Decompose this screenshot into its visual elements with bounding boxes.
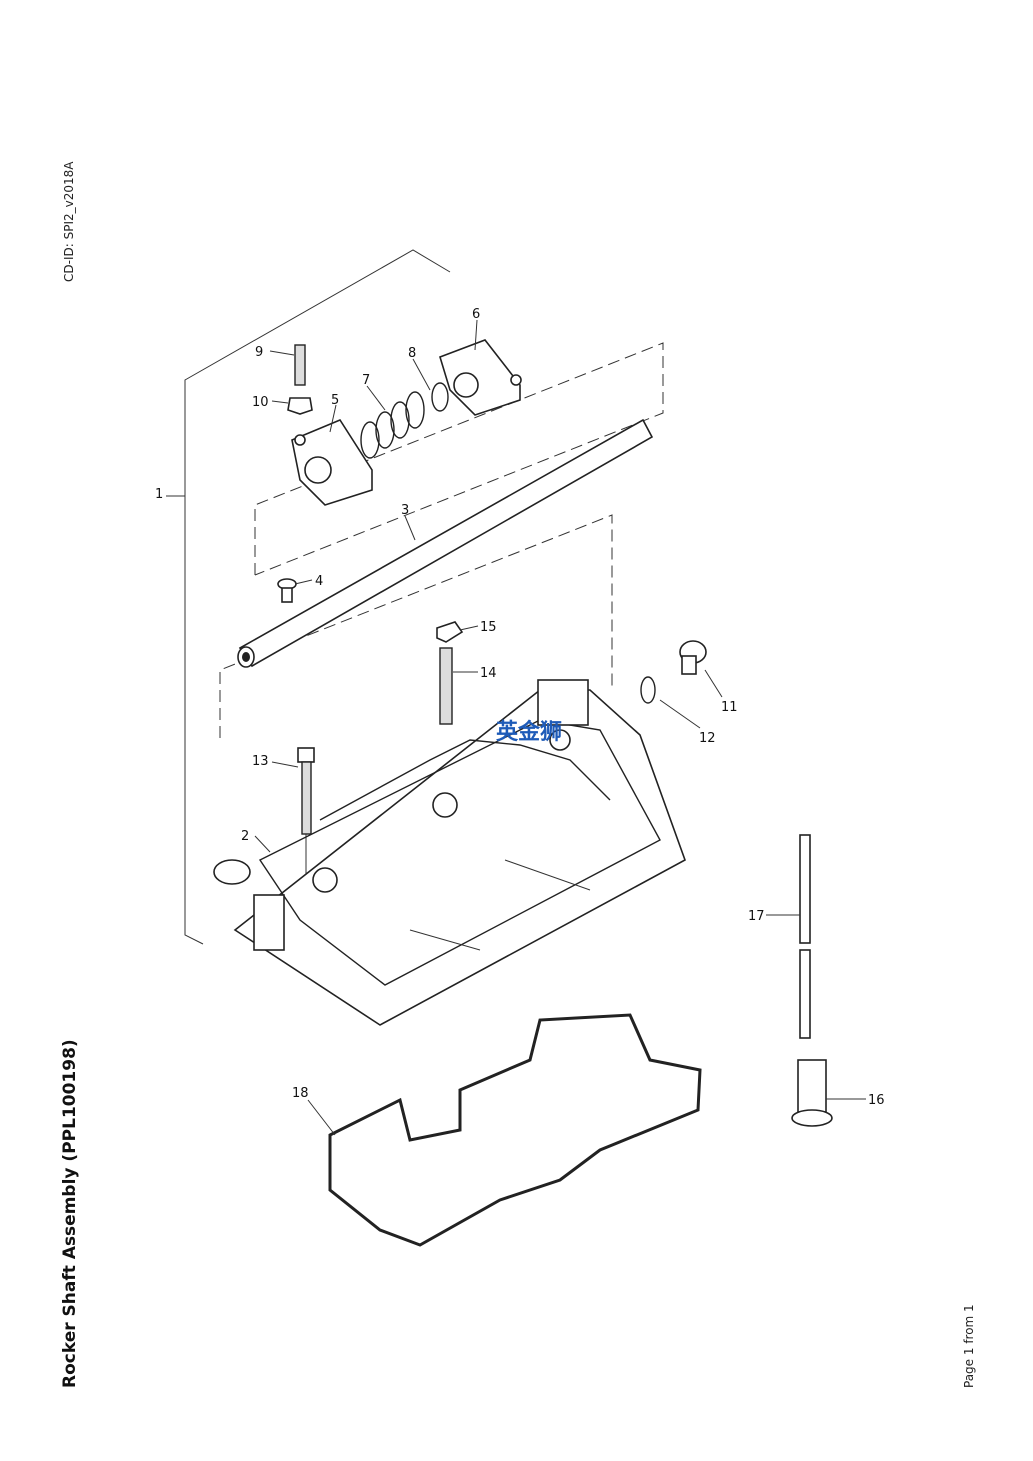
callout-2: 2 [241, 829, 249, 844]
watermark-logo: 英金狮 [496, 719, 562, 745]
dashed-group-lower [219, 514, 613, 738]
callout-12: 12 [699, 731, 716, 746]
callout-3: 3 [401, 503, 409, 518]
push-rod [799, 834, 811, 1039]
bolt [297, 747, 315, 940]
flange-nut [436, 621, 464, 643]
callout-16: 16 [868, 1093, 885, 1108]
callout-4: 4 [315, 574, 323, 589]
stud [439, 647, 453, 725]
gasket [328, 1013, 702, 1247]
callout-13: 13 [252, 754, 269, 769]
adjusting-screw [294, 344, 306, 386]
callout-6: 6 [472, 307, 480, 322]
rocker-arm-5 [291, 419, 373, 506]
callout-5: 5 [331, 393, 339, 408]
tappet [791, 1059, 833, 1127]
screw-4 [277, 578, 297, 603]
callout-11: 11 [721, 700, 738, 715]
dashed-group-upper [254, 342, 664, 576]
rocker-housing [213, 679, 686, 1026]
callout-1: 1 [155, 487, 163, 502]
callout-18: 18 [292, 1086, 309, 1101]
plug [679, 640, 707, 675]
rocker-shaft [237, 418, 654, 668]
callout-7: 7 [362, 373, 370, 388]
callout-10: 10 [252, 395, 269, 410]
lock-nut [287, 397, 313, 415]
leader-lines [254, 319, 866, 1136]
spring [360, 391, 425, 459]
callout-14: 14 [480, 666, 497, 681]
seal-ring [640, 676, 656, 704]
callout-15: 15 [480, 620, 497, 635]
callout-17: 17 [748, 909, 765, 924]
rocker-arm-6 [439, 339, 522, 416]
assembly-bracket [166, 249, 451, 945]
circlip [431, 382, 449, 412]
callout-9: 9 [255, 345, 263, 360]
callout-8: 8 [408, 346, 416, 361]
